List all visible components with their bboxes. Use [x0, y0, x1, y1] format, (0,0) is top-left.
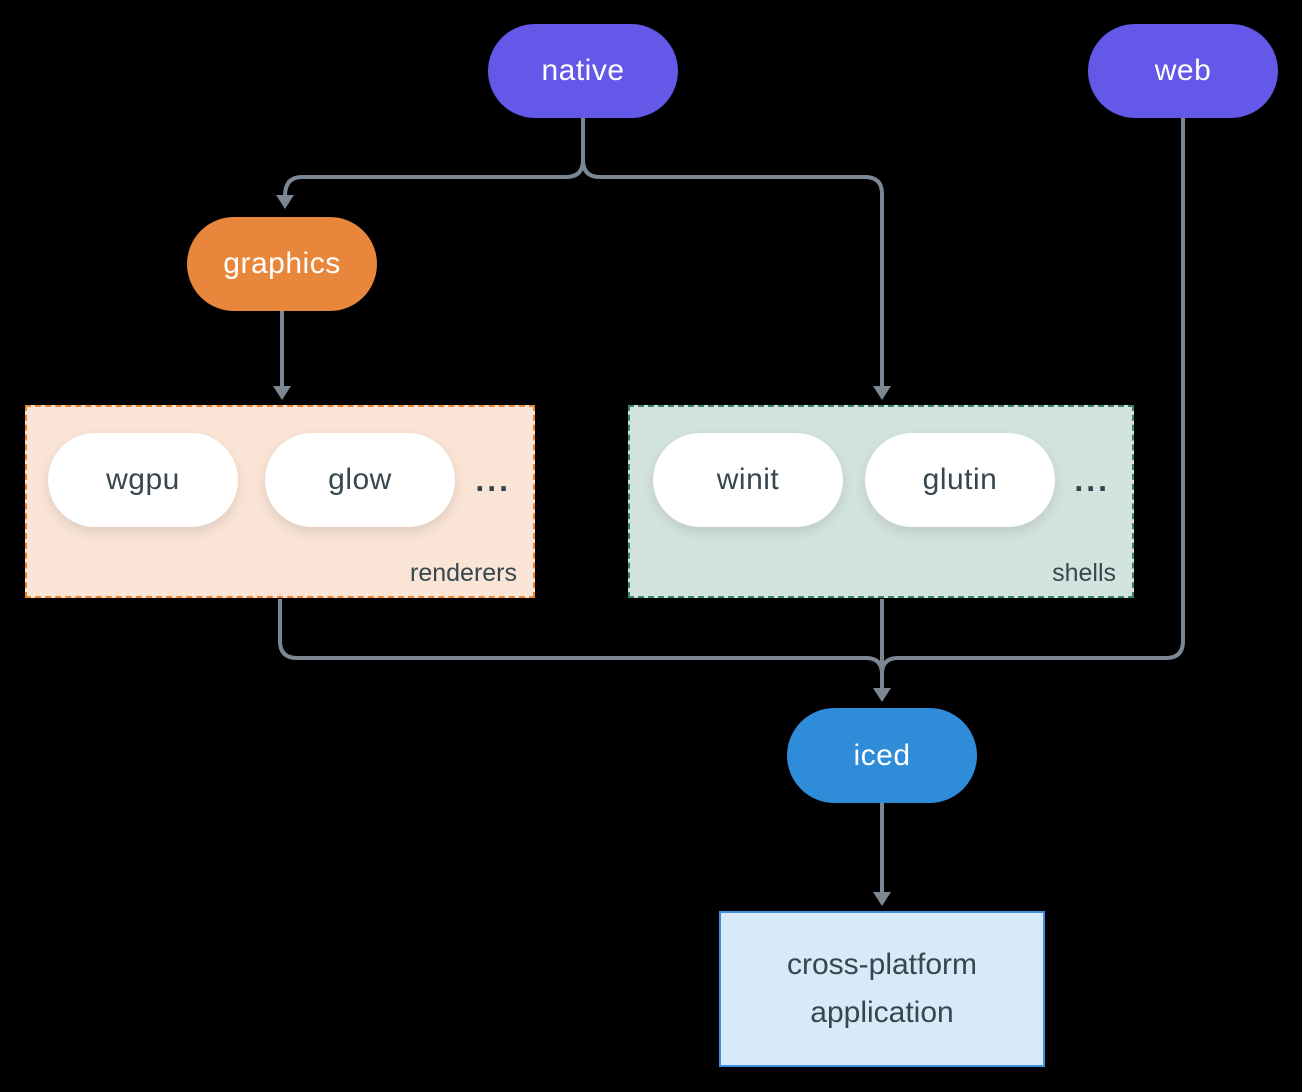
edge-renderers-iced — [278, 599, 884, 675]
arrowhead-shells — [873, 386, 891, 400]
group-renderers: wgpu glow ... renderers — [25, 405, 535, 598]
arrowhead-renderers — [273, 386, 291, 400]
renderers-ellipsis: ... — [475, 461, 511, 498]
node-glutin: glutin — [865, 433, 1055, 527]
node-cross-platform-application: cross-platform application — [719, 911, 1045, 1067]
node-winit: winit — [653, 433, 843, 527]
shells-ellipsis: ... — [1074, 461, 1110, 498]
group-shells: winit glutin ... shells — [628, 405, 1134, 598]
edge-native-shells — [581, 118, 884, 387]
node-native: native — [488, 24, 678, 118]
node-graphics: graphics — [187, 217, 377, 311]
shells-label: shells — [1052, 559, 1116, 587]
renderers-label: renderers — [410, 559, 517, 587]
arrowhead-iced — [873, 688, 891, 702]
edge-native-graphics — [283, 118, 585, 197]
node-wgpu: wgpu — [48, 433, 238, 527]
node-glow: glow — [265, 433, 455, 527]
node-iced: iced — [787, 708, 977, 803]
arrowhead-application — [873, 892, 891, 906]
node-web: web — [1088, 24, 1278, 118]
arrowhead-graphics — [276, 195, 294, 209]
